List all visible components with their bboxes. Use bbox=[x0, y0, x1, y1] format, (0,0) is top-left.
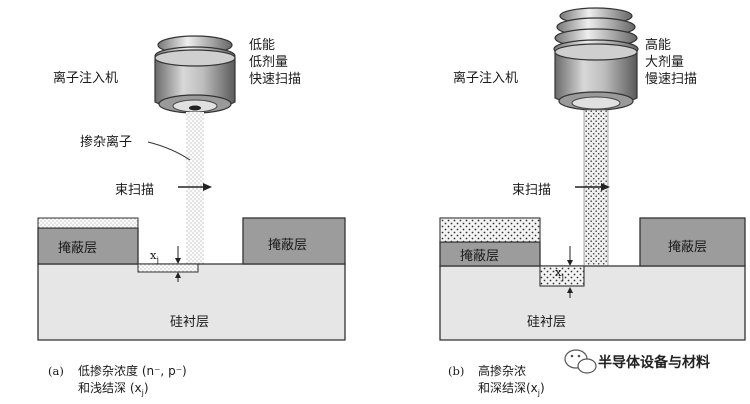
junction-depth-label-a: xj bbox=[150, 248, 159, 265]
mask-b-left bbox=[439, 241, 541, 267]
implant-params-a: 低能 低剂量 快速扫描 bbox=[249, 37, 301, 88]
junction-depth-label-b: xj bbox=[555, 265, 564, 282]
beam-scan-label-b: 束扫描 bbox=[512, 183, 552, 198]
panel-a-graphics bbox=[37, 35, 346, 341]
dopant-ions-label: 掺杂离子 bbox=[80, 135, 133, 150]
implanter-b-icon bbox=[553, 7, 639, 111]
panel-b-graphics bbox=[439, 7, 746, 341]
implanter-label-a: 离子注入机 bbox=[53, 71, 119, 86]
substrate-label-b: 硅衬层 bbox=[527, 315, 567, 330]
caption-line1-b: 高掺杂浓 bbox=[478, 364, 527, 378]
caption-line2-b: 和深结深(xj) bbox=[478, 381, 545, 398]
implanter-label-b: 离子注入机 bbox=[453, 71, 519, 86]
implant-region-b bbox=[539, 265, 585, 287]
dose-label-b: 大剂量 bbox=[645, 55, 685, 70]
substrate-label-a: 硅衬层 bbox=[170, 315, 210, 330]
mask-left-label-b: 掩蔽层 bbox=[460, 249, 500, 264]
mask-right-label-a: 掩蔽层 bbox=[268, 238, 308, 253]
energy-label-b: 高能 bbox=[645, 38, 672, 53]
dose-label-a: 低剂量 bbox=[249, 55, 289, 70]
scan-speed-label-b: 慢速扫描 bbox=[645, 72, 698, 87]
substrate-b bbox=[439, 265, 746, 341]
caption-index-a: (a) bbox=[48, 364, 64, 378]
watermark-text: 半导体设备与材料 bbox=[598, 355, 710, 371]
scan-speed-label-a: 快速扫描 bbox=[249, 72, 302, 87]
caption-line2-a: 和浅结深 (xj) bbox=[78, 381, 149, 398]
ion-beam-b bbox=[583, 109, 609, 289]
energy-label-a: 低能 bbox=[249, 38, 276, 53]
mask-left-label-a: 掩蔽层 bbox=[58, 241, 98, 256]
implanter-a-icon bbox=[154, 35, 236, 114]
implant-params-b: 高能 大剂量 慢速扫描 bbox=[645, 37, 697, 88]
wechat-icon bbox=[564, 349, 597, 374]
mask-right-label-b: 掩蔽层 bbox=[668, 240, 708, 255]
scan-arrow-a bbox=[178, 183, 212, 191]
caption-line1-a: 低掺杂浓度 (n⁻, p⁻) bbox=[78, 364, 187, 378]
implant-region-a bbox=[137, 263, 199, 273]
scan-arrow-b bbox=[575, 183, 610, 191]
caption-index-b: (b) bbox=[448, 364, 465, 378]
ion-beam-a bbox=[186, 112, 204, 276]
mask-b-right bbox=[639, 217, 746, 267]
beam-scan-label-a: 束扫描 bbox=[115, 183, 155, 198]
mask-a-right bbox=[242, 217, 346, 265]
